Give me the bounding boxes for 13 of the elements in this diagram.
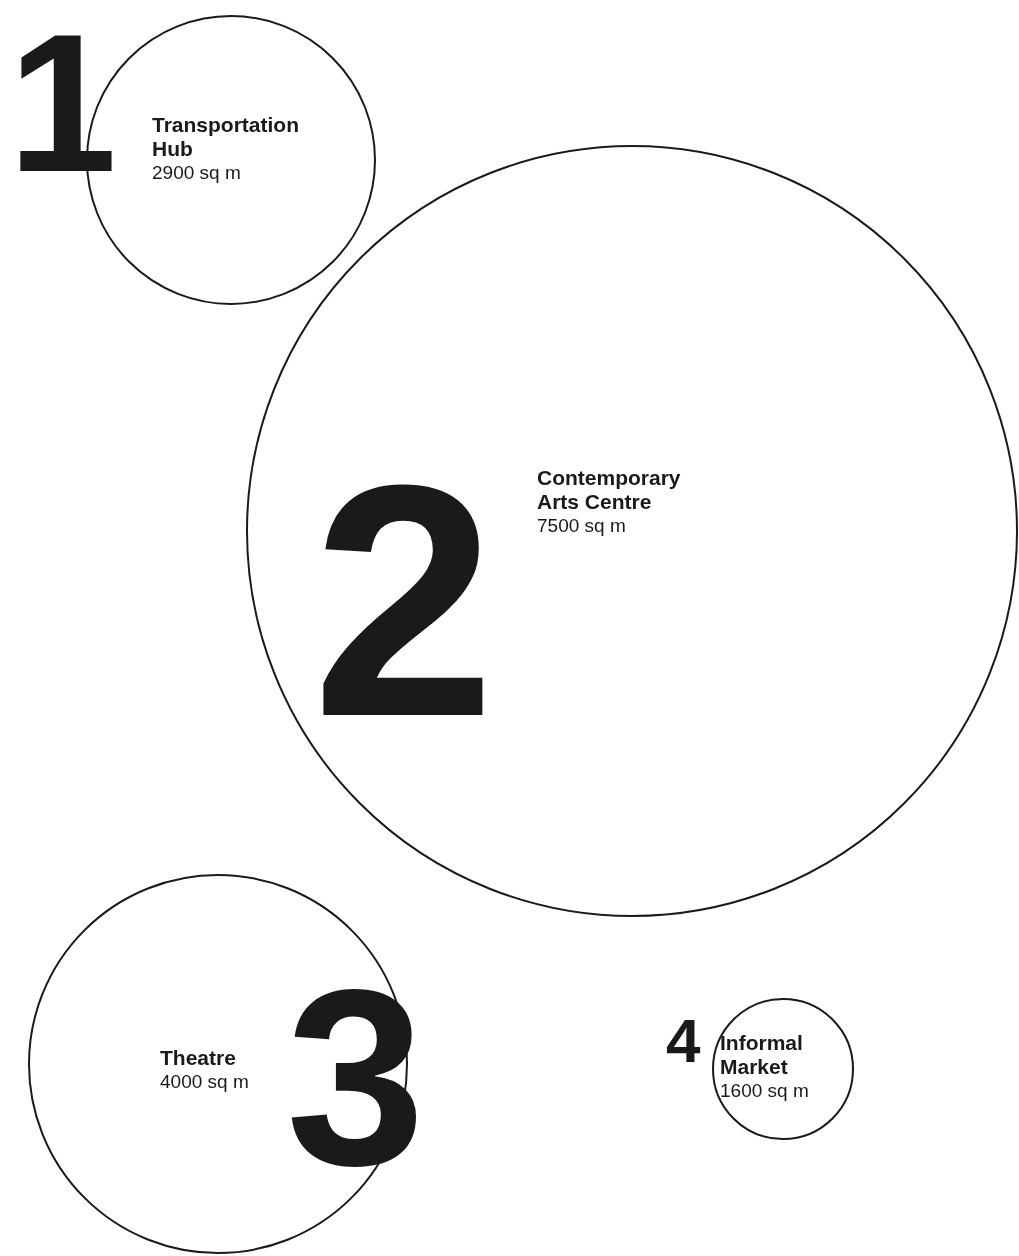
- area-circle: [246, 145, 1018, 917]
- area-value: 1600 sq m: [720, 1079, 810, 1102]
- area-value: 4000 sq m: [160, 1070, 250, 1093]
- area-number: 1: [8, 6, 117, 202]
- area-circle: [712, 998, 854, 1140]
- space-name: Informal Market: [720, 1031, 804, 1079]
- space-name: Transportation Hub: [152, 113, 300, 161]
- area-number: 4: [666, 1010, 701, 1072]
- space-name: Contemporary Arts Centre: [537, 466, 682, 514]
- area-value: 2900 sq m: [152, 161, 242, 184]
- area-number: 2: [312, 436, 496, 766]
- space-name: Theatre: [160, 1046, 237, 1070]
- area-value: 7500 sq m: [537, 514, 627, 537]
